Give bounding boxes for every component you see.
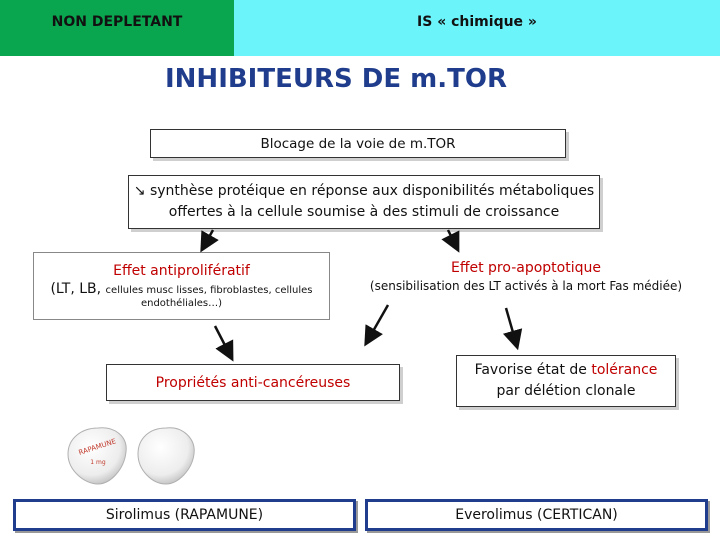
antiproliferatif-cells-main: (LT, LB, [50, 281, 102, 297]
proapoptotique-title: Effet pro-apoptotique [451, 259, 601, 276]
header-non-depletant: NON DEPLETANT [0, 0, 234, 56]
synthese-box: ↘ synthèse protéique en réponse aux disp… [128, 175, 600, 229]
everolimus-box: Everolimus (CERTICAN) [365, 499, 708, 531]
arrow-anti-to-anticancer [213, 325, 234, 362]
pill-front-icon [67, 427, 127, 485]
synthese-line-2: offertes à la cellule soumise à des stim… [168, 204, 560, 220]
anticancer-box: Propriétés anti-cancéreuses [106, 364, 400, 401]
arrow-pro-to-anticancer [364, 304, 390, 347]
blocage-text: Blocage de la voie de m.TOR [260, 135, 456, 152]
pill-back-icon [137, 427, 195, 485]
arrow-to-antiproliferatif [200, 229, 219, 253]
tolerance-line-1: Favorise état de tolérance [475, 360, 658, 381]
synthese-line-1: ↘ synthèse protéique en réponse aux disp… [133, 183, 595, 199]
blocage-box: Blocage de la voie de m.TOR [150, 129, 566, 158]
arrow-pro-to-tolerance [502, 307, 523, 351]
proapoptotique-detail: (sensibilisation des LT activés à la mor… [369, 278, 683, 293]
page-title: INHIBITEURS DE m.TOR [165, 64, 507, 94]
antiproliferatif-cells-end: endothéliales…) [140, 298, 223, 309]
sirolimus-box: Sirolimus (RAPAMUNE) [13, 499, 356, 531]
antiproliferatif-title: Effet antiprolifératif [113, 263, 250, 279]
header-right-label: IS « chimique » [417, 14, 537, 30]
antiproliferatif-cells-detail: cellules musc lisses, fibroblastes, cell… [105, 285, 313, 296]
proapoptotique-box: Effet pro-apoptotique (sensibilisation d… [350, 252, 702, 300]
header-left-label: NON DEPLETANT [51, 14, 183, 30]
anticancer-text: Propriétés anti-cancéreuses [155, 374, 351, 391]
antiproliferatif-box: Effet antiprolifératif (LT, LB, cellules… [33, 252, 330, 320]
everolimus-label: Everolimus (CERTICAN) [455, 507, 618, 523]
sirolimus-label: Sirolimus (RAPAMUNE) [105, 507, 264, 523]
rapamune-pills-image: RAPAMUNE 1 mg [67, 427, 195, 485]
tolerance-line-2: par délétion clonale [496, 383, 636, 399]
header-is-chimique: IS « chimique » [234, 0, 720, 56]
tolerance-box: Favorise état de tolérance par délétion … [456, 355, 676, 407]
antiproliferatif-cells: (LT, LB, cellules musc lisses, fibroblas… [50, 281, 312, 297]
tolerance-pre: Favorise état de [474, 362, 592, 378]
pill-dose-text: 1 mg [90, 459, 106, 466]
arrow-to-proapoptotique [441, 229, 460, 253]
tolerance-word: tolérance [591, 362, 658, 378]
